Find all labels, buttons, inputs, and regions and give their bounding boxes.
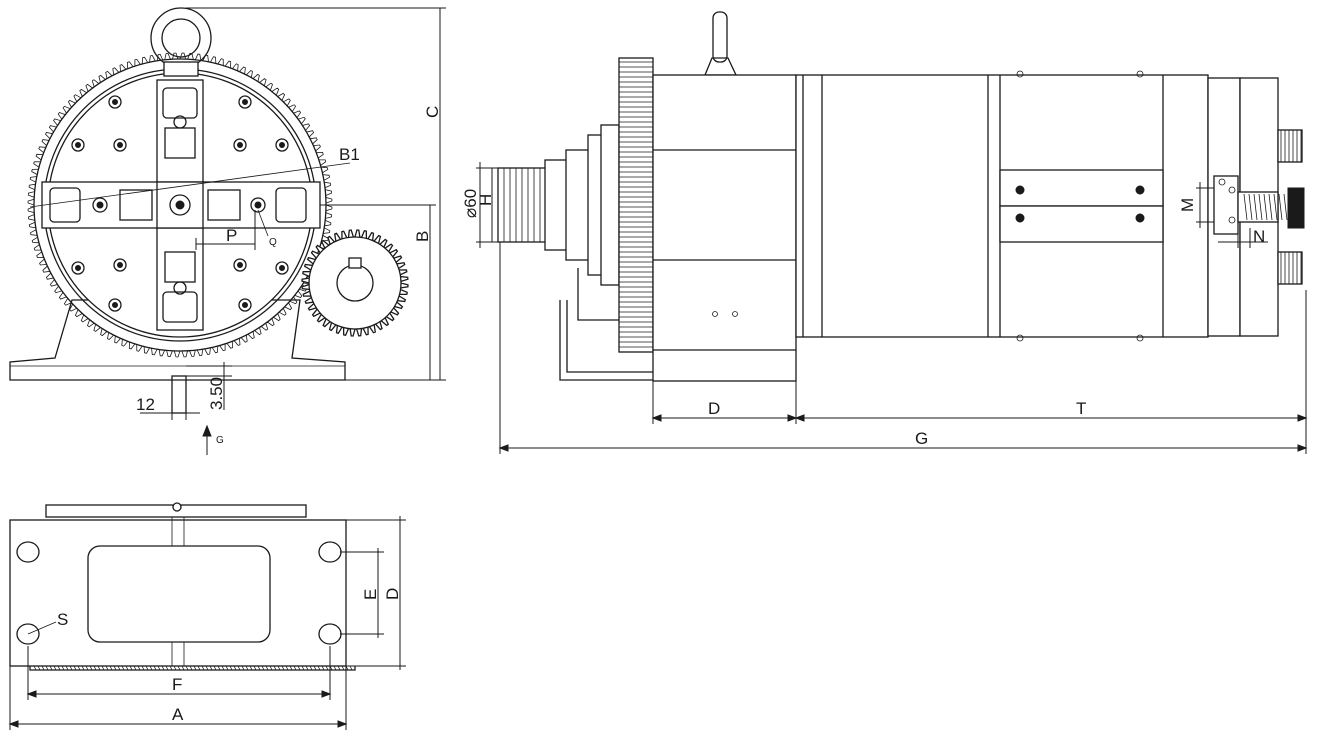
motor-housing	[652, 74, 797, 382]
lifting-handle	[704, 11, 738, 76]
worm-end	[1287, 187, 1305, 229]
front-base	[9, 299, 346, 381]
label-S: S	[57, 610, 68, 629]
label-N: N	[1253, 227, 1265, 246]
label-F: F	[172, 675, 182, 694]
label-Q: Q	[269, 237, 277, 248]
side-view: ⌀60 H M N D T G	[461, 11, 1308, 454]
label-G: G	[915, 429, 928, 448]
label-D-side: D	[708, 399, 720, 418]
lifting-eye	[150, 7, 212, 77]
label-D-base: D	[383, 588, 402, 600]
label-C: C	[423, 106, 442, 118]
label-B: B	[413, 231, 432, 242]
front-view: B1 P Q C B 12 3.50 G	[9, 7, 446, 455]
label-dia60: ⌀60	[461, 189, 480, 218]
base-view: S E D F A	[8, 502, 406, 730]
label-E: E	[361, 589, 380, 600]
label-P: P	[226, 226, 237, 245]
base-slot	[171, 375, 187, 414]
jaw-cross	[41, 79, 321, 331]
label-A: A	[172, 705, 184, 724]
label-B1: B1	[339, 145, 360, 164]
label-12: 12	[136, 395, 155, 414]
pinion-gear	[301, 229, 409, 337]
label-H: H	[476, 194, 495, 206]
faceplate-bolts	[71, 95, 289, 312]
label-M: M	[1178, 198, 1197, 212]
label-T: T	[1076, 399, 1086, 418]
label-G-arrow: G	[216, 435, 224, 446]
label-3.50: 3.50	[207, 377, 226, 410]
